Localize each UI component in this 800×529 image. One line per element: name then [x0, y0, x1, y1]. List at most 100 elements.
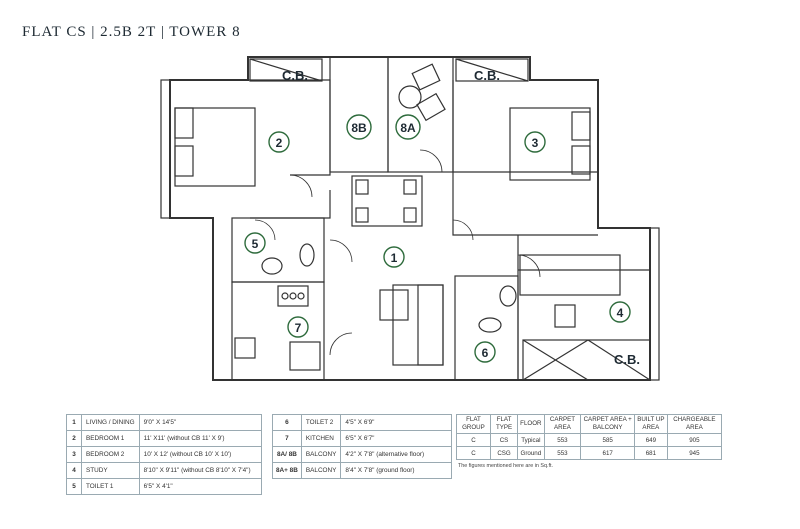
room-label-2: 2: [276, 136, 283, 150]
room-no-cell: 6: [272, 414, 302, 431]
room-name-cell: BEDROOM 2: [81, 446, 140, 463]
bedroom-2-walls: [452, 80, 598, 236]
basin-2: [499, 285, 517, 307]
units-note: The figures mentioned here are in Sq.ft.: [458, 463, 553, 469]
outer-wall: [169, 56, 651, 381]
room-label-8a: 8A: [400, 121, 416, 135]
room-name-cell: BEDROOM 1: [81, 430, 140, 447]
room-no-cell: 1: [66, 414, 82, 431]
room-name-cell: BALCONY: [300, 462, 342, 479]
hob: [277, 285, 309, 307]
area-cell: C: [456, 433, 491, 447]
area-cell: Ground: [517, 446, 545, 460]
room-no-cell: 8A+ 8B: [272, 462, 302, 479]
dining-table: [351, 175, 423, 227]
balcony-8a-walls: [387, 56, 454, 173]
room-size-cell: 11' X11' (without CB 11' X 9'): [138, 430, 263, 447]
fridge: [289, 341, 321, 371]
room-name-cell: BALCONY: [300, 446, 342, 463]
room-no-cell: 3: [66, 446, 82, 463]
room-no-cell: 2: [66, 430, 82, 447]
room-size-cell: 4'5" X 6'9": [340, 414, 452, 431]
room-no-cell: 5: [66, 478, 82, 495]
balcony-strip-right: [649, 227, 660, 381]
page-title: FLAT CS | 2.5B 2T | TOWER 8: [22, 24, 241, 40]
toilet-2-walls: [454, 275, 519, 381]
area-cell: 553: [543, 446, 582, 460]
bed-2: [509, 107, 591, 181]
room-name-cell: TOILET 2: [300, 414, 342, 431]
room-size-cell: 8'10" X 9'11" (without CB 8'10" X 7'4"): [138, 462, 263, 479]
coffee-table: [379, 289, 409, 321]
study-bed: [519, 254, 621, 296]
area-header-cell: CHARGEABLE AREA: [666, 414, 723, 434]
area-cell: 553: [543, 433, 582, 447]
cb-top-right-box: [455, 58, 529, 82]
wc-2: [478, 317, 502, 333]
bed-1: [174, 107, 256, 187]
room-size-cell: 8'4" X 7'8" (ground floor): [340, 462, 452, 479]
balcony-chair-1: [411, 63, 441, 91]
area-header-cell: BUILT UP AREA: [633, 414, 668, 434]
area-cell: Typical: [517, 433, 545, 447]
area-header-cell: FLAT GROUP: [456, 414, 491, 434]
room-label-8b: 8B: [351, 121, 367, 135]
room-name-cell: LIVING / DINING: [81, 414, 140, 431]
room-label-7: 7: [295, 321, 302, 335]
cb-label-top-right: C.B.: [474, 68, 500, 83]
cb-top-left-box: [249, 58, 323, 82]
room-label-5: 5: [252, 237, 259, 251]
room-size-cell: 4'2" X 7'8" (alternative floor): [340, 446, 452, 463]
room-size-cell: 6'5" X 4'1": [138, 478, 263, 495]
area-cell: 649: [633, 433, 668, 447]
room-size-cell: 9'0" X 14'5": [138, 414, 263, 431]
area-cell: 945: [666, 446, 723, 460]
room-name-cell: KITCHEN: [300, 430, 342, 447]
room-size-cell: 6'5" X 6'7": [340, 430, 452, 447]
room-label-1: 1: [391, 251, 398, 265]
kitchen-walls: [231, 281, 325, 381]
cb-label-bottom-right: C.B.: [614, 352, 640, 367]
room-label-4: 4: [617, 306, 624, 320]
bedroom-1-walls: [170, 79, 331, 219]
balcony-chair-2: [416, 92, 446, 122]
area-cell: CS: [489, 433, 519, 447]
room-no-cell: 8A/ 8B: [272, 446, 302, 463]
floor-plan: C.B. C.B. C.B. 2 3 1 4 5 6 7 8B 8A: [160, 56, 660, 381]
balcony-strip-left: [160, 79, 171, 219]
area-header-cell: FLAT TYPE: [489, 414, 519, 434]
kitchen-sink: [234, 337, 256, 359]
wc-1: [299, 243, 315, 267]
area-cell: CSG: [489, 446, 519, 460]
area-header-cell: CARPET AREA: [543, 414, 582, 434]
area-header-cell: FLOOR: [517, 414, 545, 434]
cb-label-top-left: C.B.: [282, 68, 308, 83]
room-name-cell: TOILET 1: [81, 478, 140, 495]
basin-1: [261, 257, 283, 275]
area-cell: 681: [633, 446, 668, 460]
area-header-cell: CARPET AREA + BALCONY: [580, 414, 635, 434]
room-no-cell: 7: [272, 430, 302, 447]
room-label-6: 6: [482, 346, 489, 360]
room-size-cell: 10' X 12' (without CB 10' X 10'): [138, 446, 263, 463]
area-cell: 617: [580, 446, 635, 460]
room-no-cell: 4: [66, 462, 82, 479]
area-cell: 585: [580, 433, 635, 447]
room-name-cell: STUDY: [81, 462, 140, 479]
balcony-table: [398, 85, 422, 109]
study-chair: [554, 304, 576, 328]
